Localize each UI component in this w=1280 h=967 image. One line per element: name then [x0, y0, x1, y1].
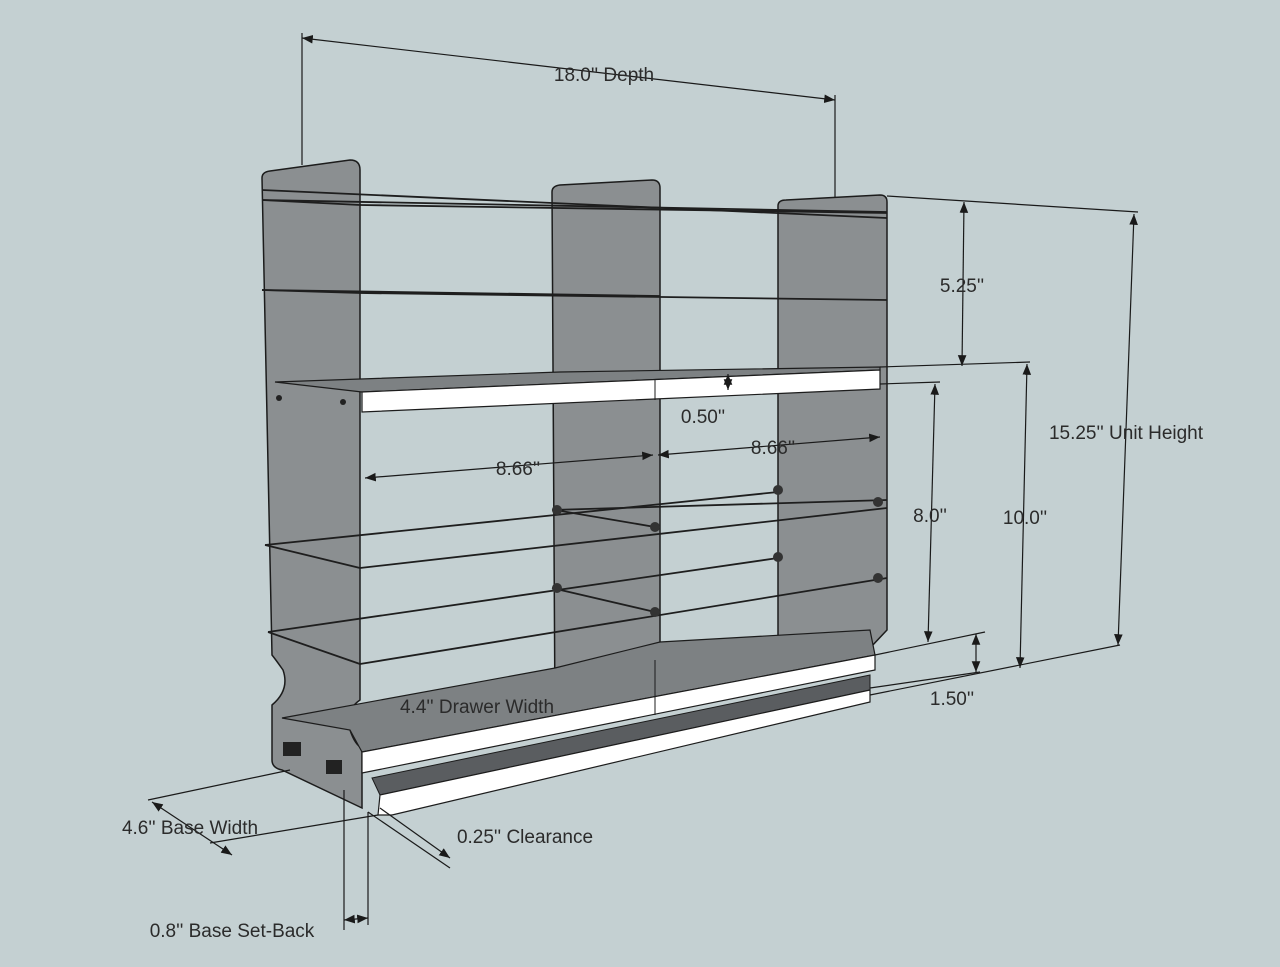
screw-icon — [276, 395, 282, 401]
clearance-label: 0.25'' Clearance — [457, 827, 593, 848]
base-width-label: 4.6'' Base Width — [122, 818, 258, 839]
right-side-panel — [777, 194, 888, 661]
unit-height-label: 15.25'' Unit Height — [1049, 423, 1204, 444]
clip-icon — [326, 760, 342, 774]
bottom-shelf — [281, 629, 876, 774]
depth-label: 18.0'' Depth — [554, 65, 654, 86]
left-compartment-width-label: 8.66'' — [496, 459, 540, 480]
base-rail — [283, 674, 871, 816]
dimension-lines — [147, 33, 1139, 930]
upper-shelf — [274, 366, 881, 413]
clip-icon — [283, 742, 301, 756]
shelf-thickness-label: 0.50'' — [681, 407, 725, 428]
lower-total-height-label: 10.0'' — [1003, 508, 1047, 529]
base-height-label: 1.50'' — [930, 689, 974, 710]
right-compartment-width-label: 8.66'' — [751, 438, 795, 459]
top-section-height-label: 5.25'' — [940, 276, 984, 297]
drawer-width-label: 4.4'' Drawer Width — [400, 697, 554, 718]
top-rods — [261, 189, 888, 301]
screw-icon — [340, 399, 346, 405]
middle-divider-panel — [551, 179, 661, 716]
lower-section-height-label: 8.0'' — [913, 506, 947, 527]
base-setback-label: 0.8'' Base Set-Back — [150, 921, 315, 942]
lower-rods — [264, 485, 888, 665]
